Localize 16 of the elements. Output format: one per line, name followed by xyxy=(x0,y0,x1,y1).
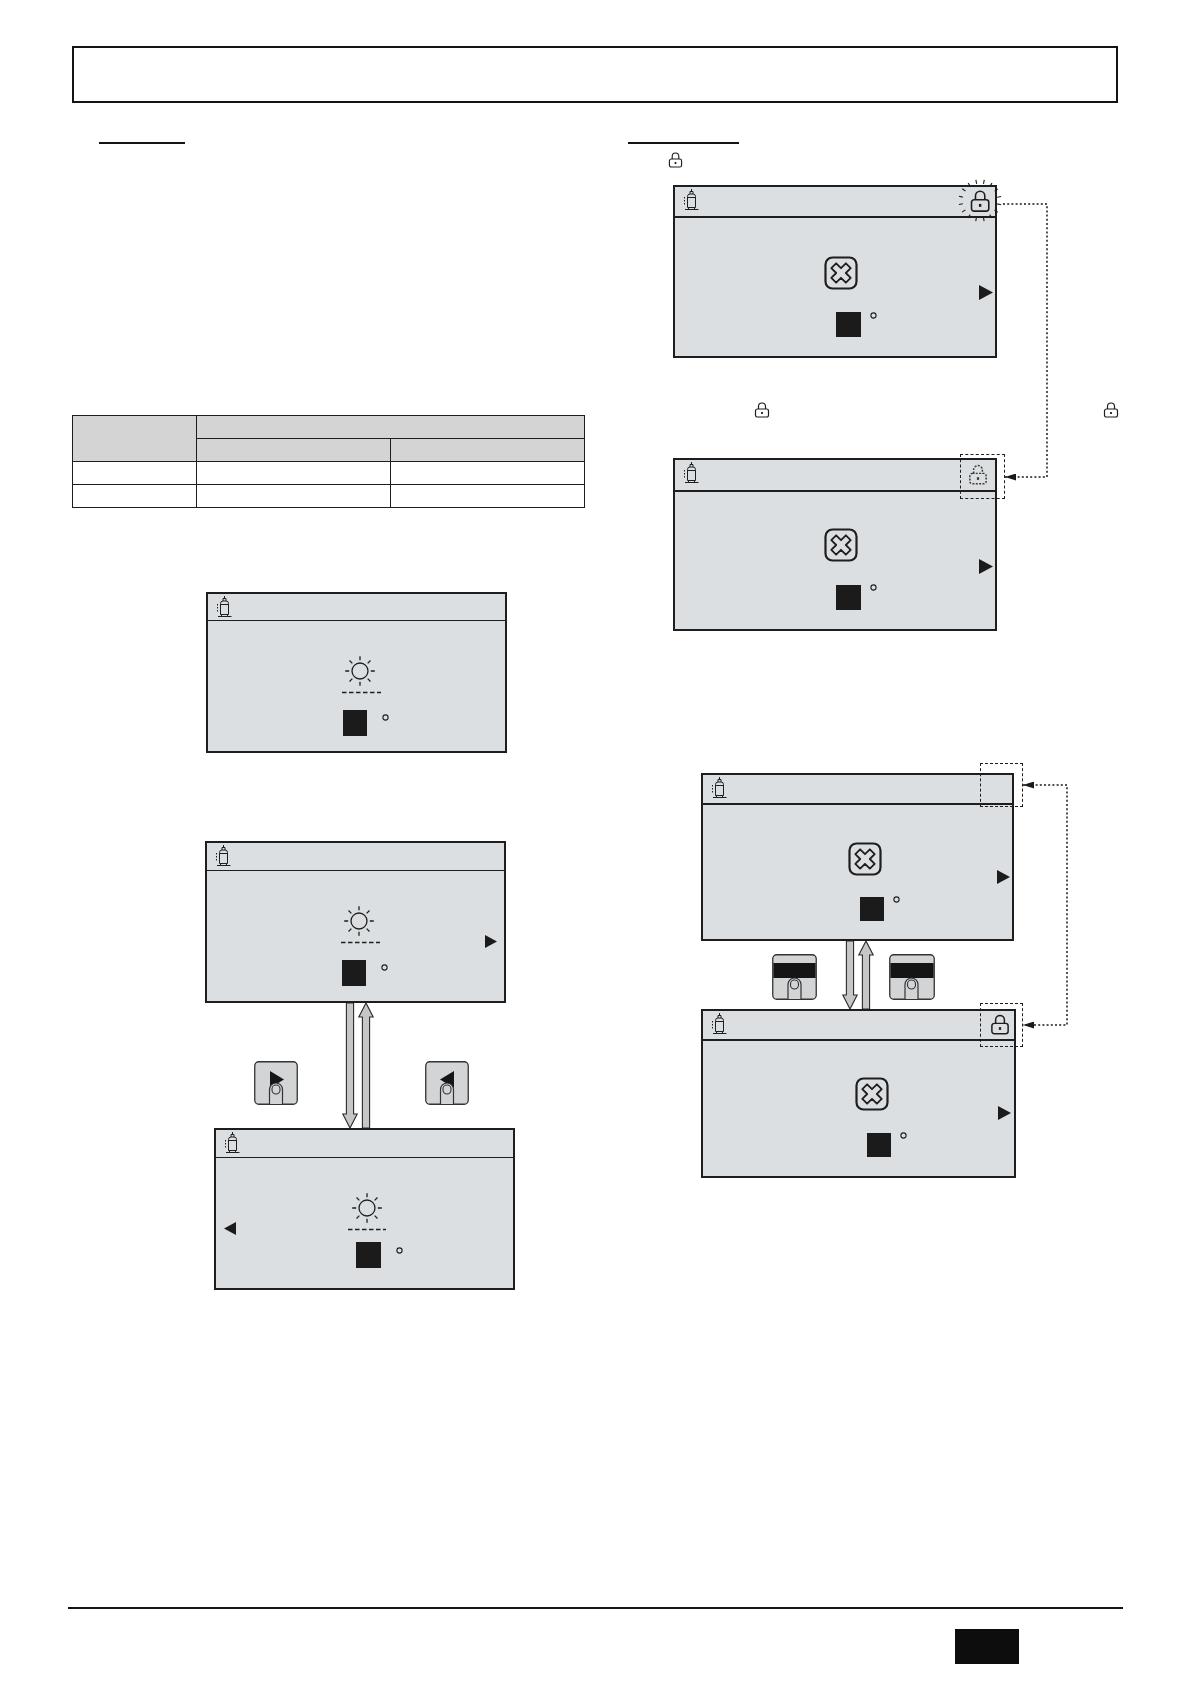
dashed-highlight-frame xyxy=(980,763,1023,807)
lcd-screen xyxy=(673,458,997,631)
lcd-screen xyxy=(214,1128,515,1290)
dotted-arrow-connector xyxy=(1002,203,1048,481)
lcd-screen xyxy=(206,592,507,753)
block-arrow xyxy=(857,939,875,1010)
lcd-screen xyxy=(701,773,1014,941)
lcd-screen xyxy=(205,841,506,1003)
dashed-highlight-frame xyxy=(980,1003,1023,1047)
block-arrow xyxy=(357,1001,375,1129)
lcd-screen xyxy=(701,1009,1016,1178)
block-arrow xyxy=(341,1002,359,1130)
dotted-arrow-connector xyxy=(1022,781,1068,1029)
block-arrow xyxy=(841,940,859,1011)
dashed-highlight-frame xyxy=(960,454,1005,499)
flashing-lock-icon xyxy=(956,177,1003,223)
